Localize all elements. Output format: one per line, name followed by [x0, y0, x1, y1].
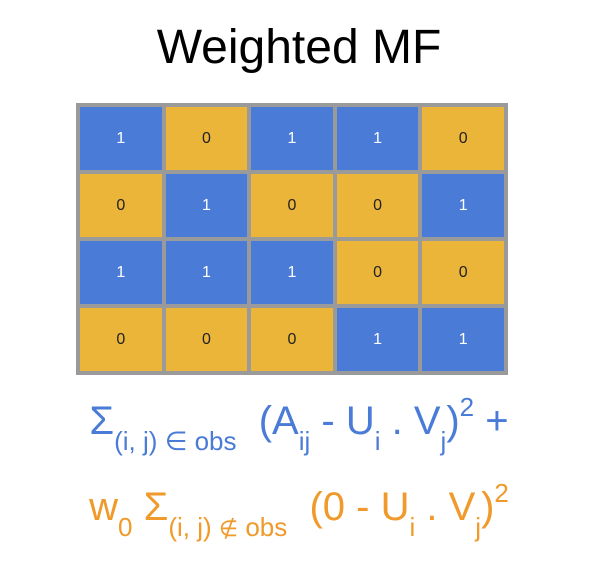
open-a-term: (A: [258, 399, 299, 443]
matrix-cell: 1: [336, 107, 419, 170]
matrix-cell: 1: [165, 241, 248, 304]
matrix-cell: 0: [165, 308, 248, 371]
diagram-title: Weighted MF: [156, 21, 442, 74]
matrix-cell: 0: [422, 107, 504, 170]
sigma-symbol: Σ: [143, 485, 169, 529]
plus-sign: +: [474, 399, 509, 443]
sigma-symbol: Σ: [89, 399, 115, 443]
matrix-cell: 1: [422, 174, 504, 237]
open-zero-term: (0 - U: [309, 485, 410, 529]
matrix-cell: 0: [80, 308, 162, 371]
square-power: 2: [494, 478, 509, 508]
unobserved-loss-formula: w0 Σ(i, j) ∉ obs (0 - Ui . Vj)2: [0, 478, 598, 543]
dot-v-term: . V: [415, 485, 476, 529]
weight-subscript: 0: [118, 512, 133, 542]
matrix-cell: 0: [80, 174, 162, 237]
matrix-cell: 0: [336, 241, 419, 304]
matrix-cell: 1: [80, 241, 162, 304]
u-subscript: i: [374, 426, 381, 456]
matrix-cell: 1: [251, 241, 333, 304]
close-paren: ): [446, 399, 460, 443]
u-subscript: i: [409, 512, 416, 542]
sum-subscript: (i, j) ∈ obs: [114, 426, 237, 456]
observed-loss-formula: Σ(i, j) ∈ obs (Aij - Ui . Vj)2 +: [0, 392, 598, 457]
sum-subscript: (i, j) ∉ obs: [168, 512, 288, 542]
matrix-cell: 1: [422, 308, 504, 371]
matrix-cell: 0: [251, 308, 333, 371]
v-subscript: j: [440, 426, 447, 456]
matrix-cell: 1: [336, 308, 419, 371]
matrix-cell: 0: [336, 174, 419, 237]
matrix-cell: 1: [80, 107, 162, 170]
matrix-cell: 1: [251, 107, 333, 170]
square-power: 2: [459, 392, 475, 422]
close-paren: ): [481, 485, 495, 529]
dot-v-term: . V: [380, 399, 441, 443]
weight-symbol: w: [89, 485, 119, 529]
matrix-cell: 0: [251, 174, 333, 237]
v-subscript: j: [475, 512, 482, 542]
minus-u-term: - U: [310, 399, 375, 443]
matrix-cell: 1: [165, 174, 248, 237]
matrix-cell: 0: [165, 107, 248, 170]
a-subscript: ij: [298, 426, 311, 456]
matrix-cell: 0: [422, 241, 504, 304]
